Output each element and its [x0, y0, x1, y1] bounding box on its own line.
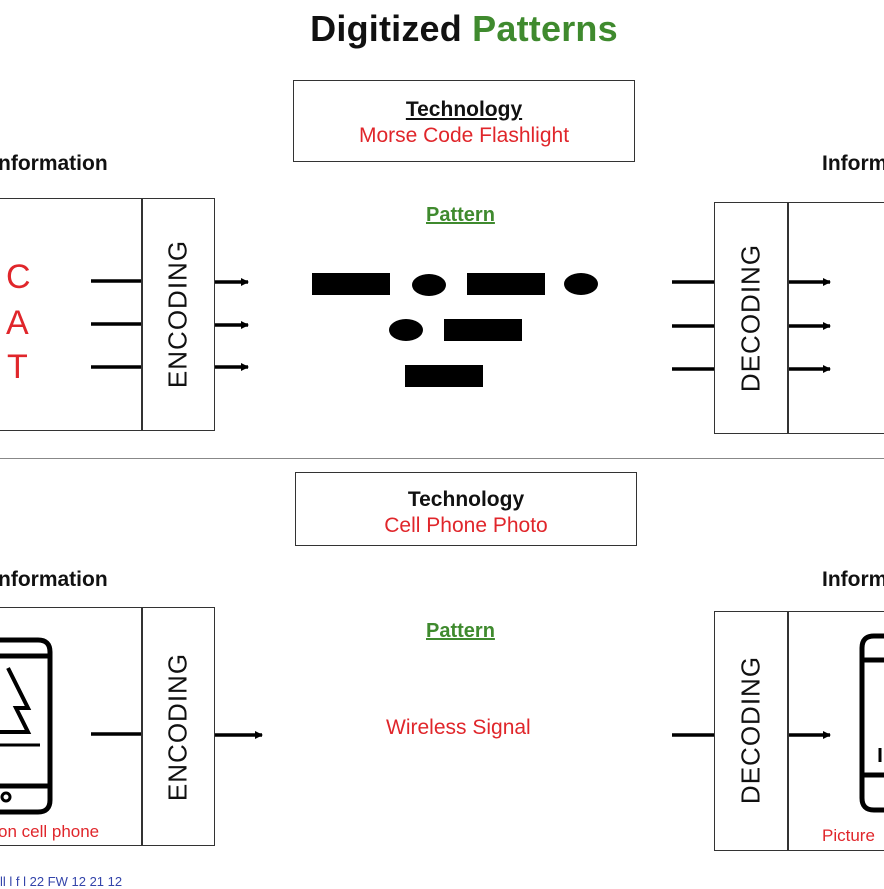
information-label-top-left: nformation [0, 152, 108, 175]
letter-t: T [7, 348, 28, 386]
information-label-bottom-left: nformation [0, 568, 108, 591]
decoding-divider-bottom [787, 611, 789, 851]
morse-dot-2 [564, 273, 598, 295]
morse-dash-3 [444, 319, 522, 341]
encoding-arrows-top [215, 278, 249, 371]
information-box-bottom-right [714, 611, 884, 851]
technology-box-bottom: Technology Cell Phone Photo [295, 472, 637, 546]
input-lines-top [91, 279, 141, 369]
morse-dash-2 [467, 273, 545, 295]
section-divider [0, 458, 884, 459]
right-caption: Picture [822, 826, 875, 845]
letter-a: A [6, 304, 29, 342]
pattern-label-top: Pattern [426, 204, 495, 226]
decoding-divider-top [787, 202, 789, 434]
bottom-arrows [91, 731, 831, 739]
technology-box-top: Technology Morse Code Flashlight [293, 80, 635, 162]
information-box-top-left [0, 198, 215, 431]
morse-dash-4 [405, 365, 483, 387]
information-box-bottom-left [0, 607, 215, 846]
left-caption: on cell phone [0, 822, 100, 841]
technology-heading-top: Technology [405, 98, 523, 121]
morse-pattern [312, 273, 598, 387]
technology-value-bottom: Cell Phone Photo [384, 514, 548, 537]
encoding-divider-bottom [141, 607, 143, 846]
encoding-divider-top [141, 198, 143, 431]
morse-dot-1 [412, 274, 446, 296]
decoding-arrows-top [789, 278, 831, 373]
title-word-patterns: Patterns [472, 8, 618, 49]
wireless-signal-label: Wireless Signal [386, 716, 531, 739]
information-label-top-right: Inform [822, 152, 884, 175]
phone-tree-icon [0, 637, 53, 815]
technology-value-top: Morse Code Flashlight [358, 124, 570, 147]
page-title: Digitized Patterns [0, 8, 884, 50]
decoding-inputs-top [672, 280, 714, 371]
morse-dash-1 [312, 273, 390, 295]
information-label-bottom-right: Inform [822, 568, 884, 591]
letter-c: C [6, 258, 31, 296]
title-word-digitized: Digitized [310, 8, 462, 49]
information-box-top-right [714, 202, 884, 434]
morse-dot-3 [389, 319, 423, 341]
phone-icon [859, 633, 884, 813]
technology-heading-bottom: Technology [407, 488, 525, 511]
pattern-label-bottom: Pattern [426, 620, 495, 642]
